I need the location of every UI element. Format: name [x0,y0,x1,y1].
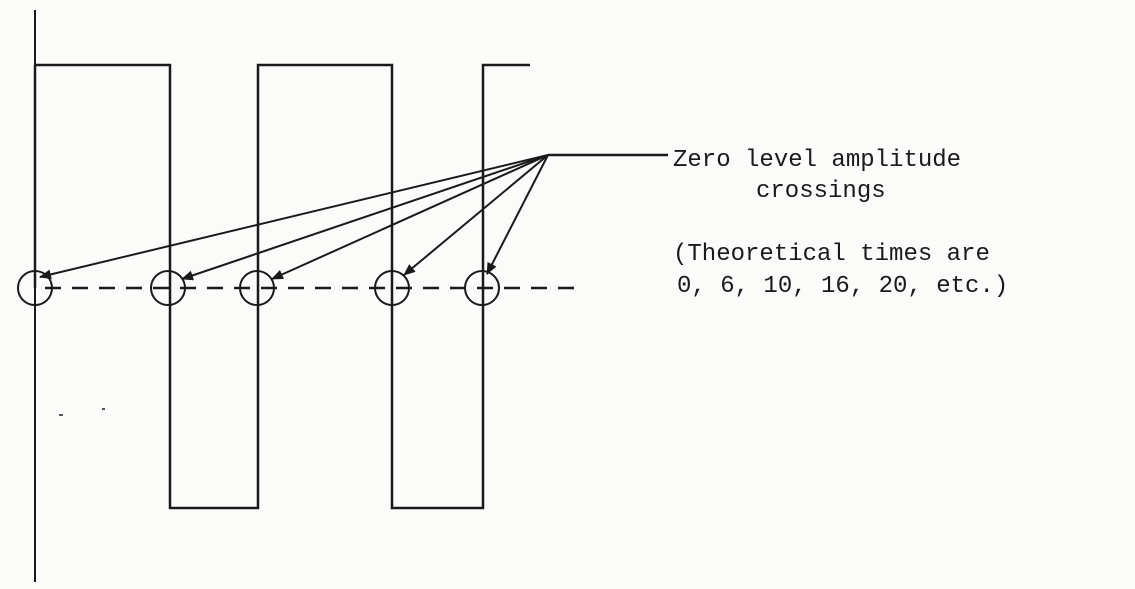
zero-crossings-label-line1: Zero level amplitude [673,147,962,174]
square-wave [35,63,530,510]
crossing-circle-t10 [239,270,275,306]
crossing-arrows [39,154,549,281]
zero-crossings-label-line2: crossings [756,178,886,205]
crossing-markers [17,270,500,306]
arrow-to-t20 [486,154,549,275]
arrow-to-t0 [39,154,549,280]
arrow-to-t16 [403,154,549,276]
arrow-to-t6 [181,154,549,281]
crossing-circle-t16 [374,270,410,306]
arrow-to-t10 [271,154,549,280]
crossing-circle-t0 [17,270,53,306]
theoretical-times-note-line1: (Theoretical times are [673,241,990,268]
crossing-circle-t6 [150,270,186,306]
crossing-circle-t20 [464,270,500,306]
theoretical-times-note-line2: 0, 6, 10, 16, 20, etc.) [677,273,1009,300]
